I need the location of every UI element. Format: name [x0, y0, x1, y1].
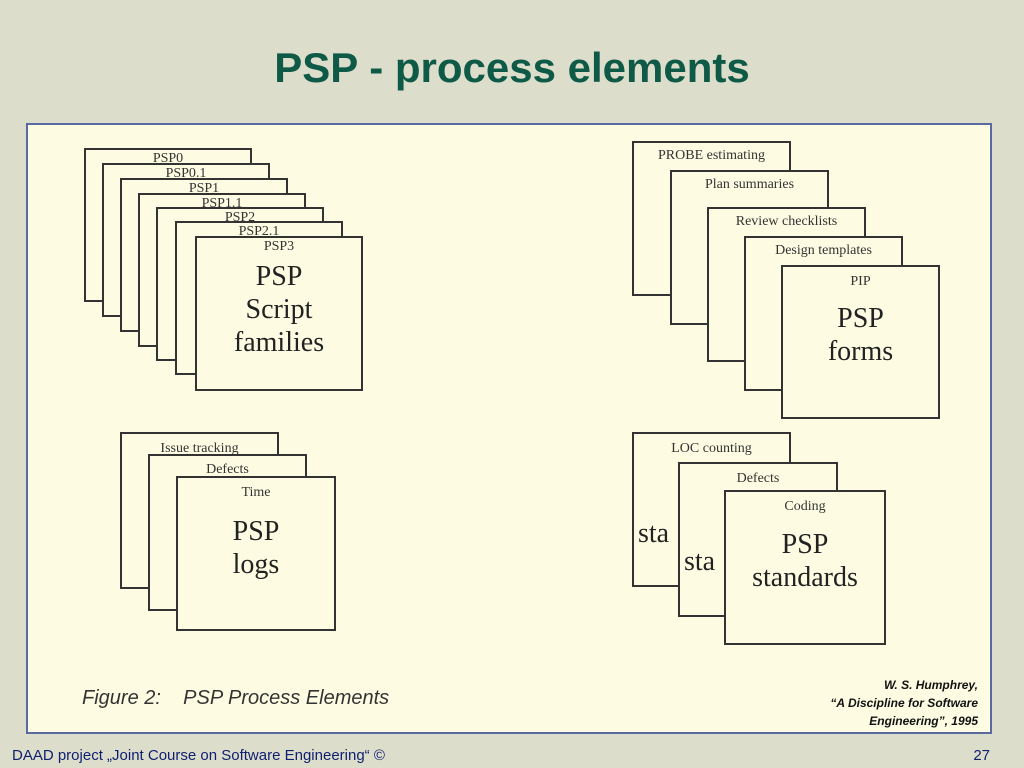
- standards-card-label: Coding: [784, 499, 826, 514]
- standards-card-label: LOC counting: [671, 441, 752, 456]
- logs-card-label: Time: [241, 485, 271, 500]
- script-card-front: PSP3 PSP Script families: [195, 236, 363, 391]
- forms-card-label: PIP: [850, 274, 871, 289]
- forms-card-label: Design templates: [775, 243, 872, 258]
- forms-card-label: Review checklists: [735, 214, 838, 229]
- forms-card-label: PROBE estimating: [658, 148, 765, 163]
- standards-card-peek: sta: [638, 518, 670, 549]
- script-card-label: PSP0: [152, 151, 184, 166]
- script-card-label: PSP2.1: [238, 224, 280, 239]
- citation-line: Engineering”, 1995: [869, 714, 978, 728]
- script-card-body: PSP Script families: [233, 261, 325, 358]
- page-number: 27: [973, 747, 990, 764]
- logs-card-label: Defects: [206, 462, 249, 477]
- script-card-label: PSP3: [263, 239, 295, 254]
- logs-card-label: Issue tracking: [160, 441, 239, 456]
- standards-card-peek: sta: [684, 546, 716, 577]
- standards-card-front: Coding PSP standards: [724, 490, 886, 645]
- standards-card-label: Defects: [736, 471, 780, 486]
- citation: W. S. Humphrey, “A Discipline for Softwa…: [718, 676, 978, 730]
- citation-line: “A Discipline for Software: [830, 696, 978, 710]
- forms-card-front: PIP PSP forms: [781, 265, 940, 419]
- standards-card-body: PSP standards: [752, 529, 858, 593]
- forms-card-label: Plan summaries: [704, 177, 795, 192]
- logs-card-body: PSP logs: [232, 516, 280, 580]
- logs-card-front: Time PSP logs: [176, 476, 336, 631]
- footer-text: DAAD project „Joint Course on Software E…: [12, 747, 385, 764]
- figure-caption: Figure 2: PSP Process Elements: [82, 687, 390, 709]
- slide-title: PSP - process elements: [274, 44, 750, 91]
- script-card-label: PSP0.1: [165, 166, 207, 181]
- forms-card-body: PSP forms: [827, 303, 894, 367]
- citation-line: W. S. Humphrey,: [883, 678, 978, 692]
- script-card-label: PSP1: [188, 181, 220, 196]
